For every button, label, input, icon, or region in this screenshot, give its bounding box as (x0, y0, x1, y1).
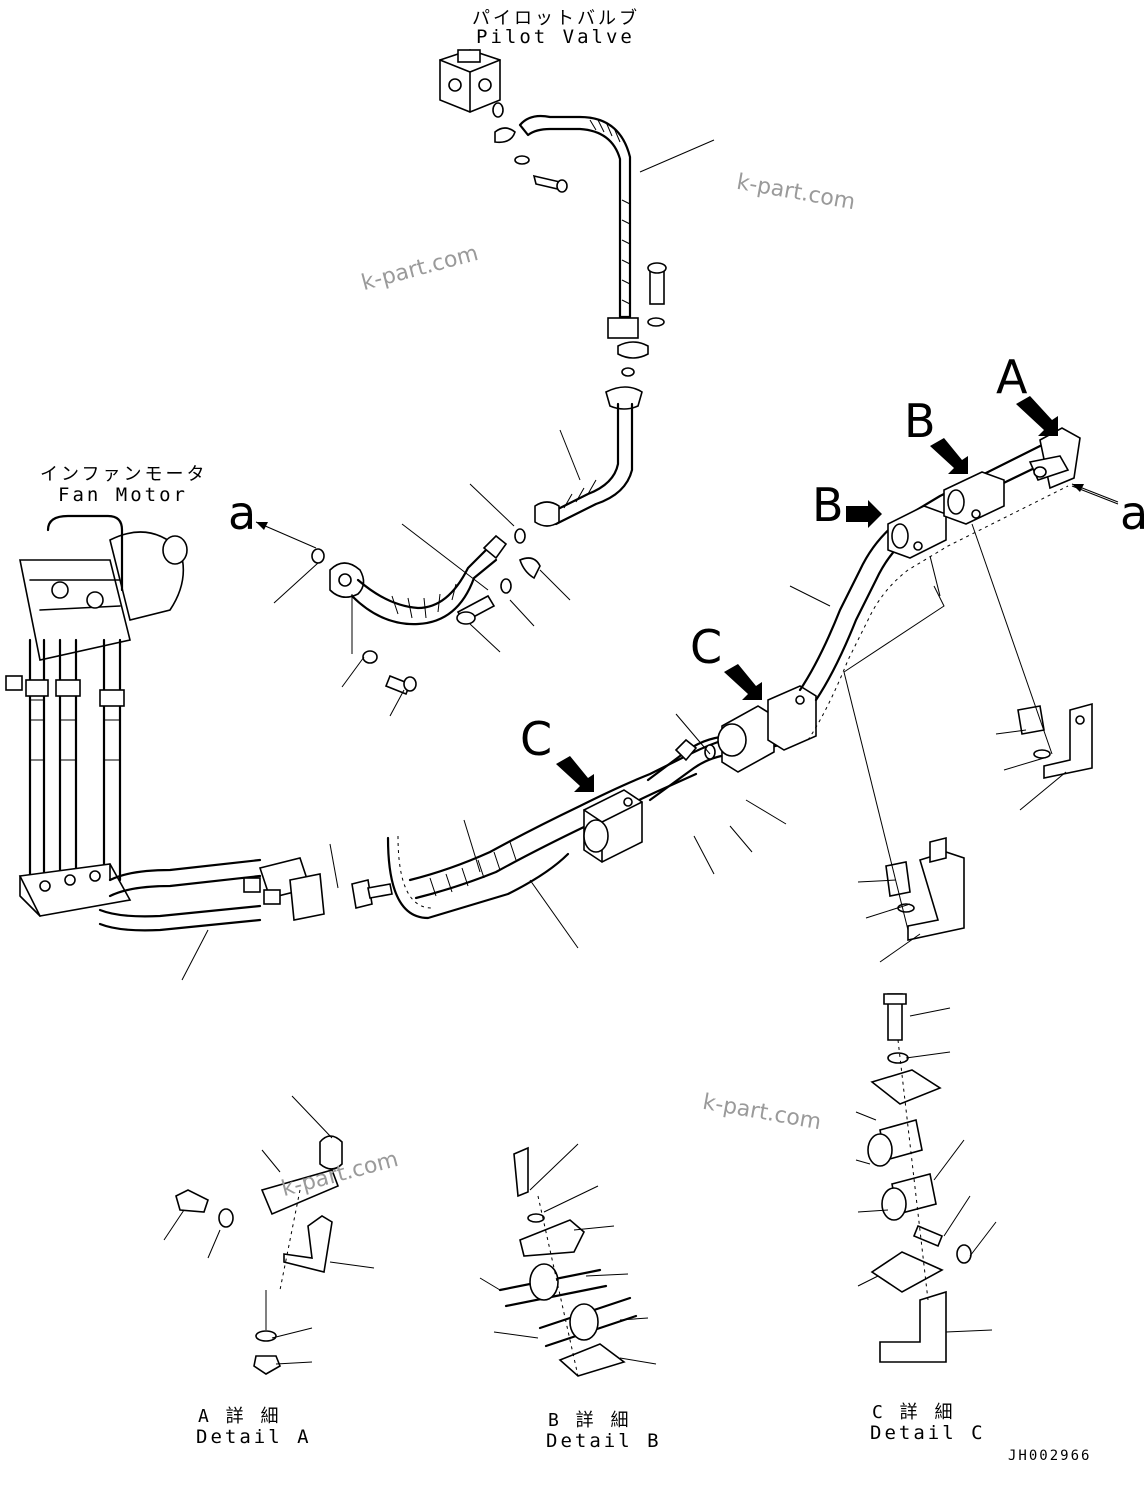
arrow-a-left (255, 521, 317, 549)
fan-motor (5, 514, 188, 691)
fan-motor-pipes (98, 857, 325, 932)
detail-c-label-en: Detail C (870, 1422, 986, 1444)
detail-c-label-jp: C 詳 細 (872, 1402, 956, 1423)
callout-a: A (996, 350, 1028, 404)
detail-b-drawing (479, 1143, 657, 1377)
callout-a-small-left: a (228, 486, 257, 540)
pilot-tube (534, 402, 634, 527)
detail-b-label-en: Detail B (546, 1430, 662, 1452)
callout-b-lower: B (812, 478, 844, 532)
detail-a-label-jp: A 詳 細 (198, 1406, 282, 1427)
flange-hose-hardware (311, 528, 541, 696)
fan-motor-hoses (25, 638, 125, 882)
pilot-valve-label-en: Pilot Valve (476, 26, 635, 48)
view-arrows (556, 396, 1058, 792)
clamp-c-lower (583, 789, 643, 863)
bracket-right-1 (1017, 702, 1093, 779)
detail-b-label-jp: B 詳 細 (548, 1410, 632, 1431)
callout-c-upper: C (690, 620, 723, 674)
drawing-code: JH002966 (1008, 1448, 1092, 1464)
clamp-c-upper (717, 685, 817, 773)
clamp-a (1028, 427, 1081, 490)
fan-valve-block (18, 863, 132, 917)
pilot-hose (518, 114, 639, 339)
flange-hose (329, 534, 508, 626)
leader-lines (181, 139, 1119, 981)
pilot-fittings (492, 102, 568, 193)
callout-a-small-right: a (1120, 486, 1144, 540)
bracket-right-2 (885, 836, 965, 941)
callout-c-lower: C (520, 712, 553, 766)
main-pipe (351, 736, 732, 920)
pilot-lower-fittings (605, 262, 667, 410)
callout-b-upper: B (904, 394, 936, 448)
fan-motor-label-en: Fan Motor (58, 484, 188, 506)
pilot-valve-label-jp: パイロットバルブ (472, 8, 640, 29)
clamp-b-left (887, 505, 947, 559)
detail-a-drawing (163, 1095, 375, 1375)
clamp-b-right (943, 471, 1005, 525)
fan-motor-label-jp: インファンモータ (40, 464, 208, 485)
detail-a-label-en: Detail A (196, 1426, 312, 1448)
pilot-valve (439, 49, 501, 113)
arrow-a-right (1071, 483, 1119, 503)
detail-c-drawing (855, 993, 997, 1363)
